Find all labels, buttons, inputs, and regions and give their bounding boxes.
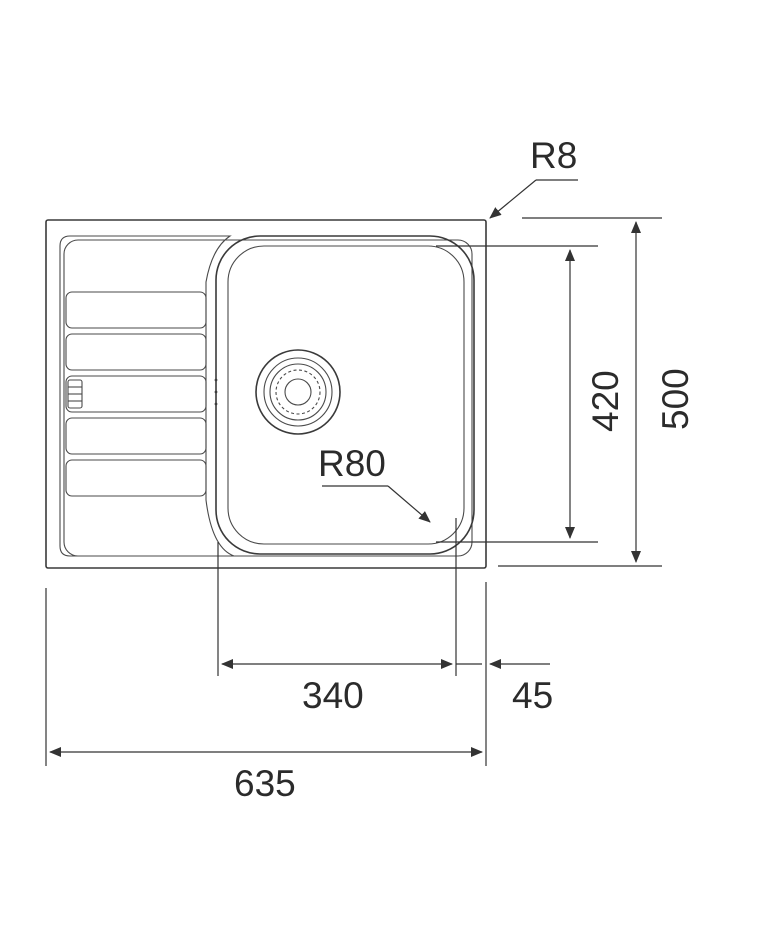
bowl-height-dimension: 420	[436, 245, 626, 543]
rim-offset-dimension: 45	[456, 582, 553, 766]
bowl-width-label: 340	[302, 675, 364, 716]
overflow-grille	[67, 378, 218, 409]
bowl-radius-label: R80	[318, 443, 386, 484]
overall-width-dimension: 635	[45, 588, 483, 804]
overall-height-dimension: 500	[498, 217, 696, 567]
corner-radius-callout: R8	[489, 135, 578, 219]
sink-bowl	[215, 235, 475, 555]
bowl-width-dimension: 340	[217, 518, 457, 716]
bowl-radius-callout: R80	[318, 443, 431, 523]
drain-strainer	[255, 349, 341, 435]
drainboard-grooves	[65, 291, 207, 497]
overall-width-label: 635	[234, 763, 296, 804]
bowl-height-label: 420	[585, 370, 626, 432]
rim-offset-label: 45	[512, 675, 553, 716]
sink-outline	[45, 219, 487, 569]
overall-height-label: 500	[655, 368, 696, 430]
corner-radius-label: R8	[530, 135, 577, 176]
